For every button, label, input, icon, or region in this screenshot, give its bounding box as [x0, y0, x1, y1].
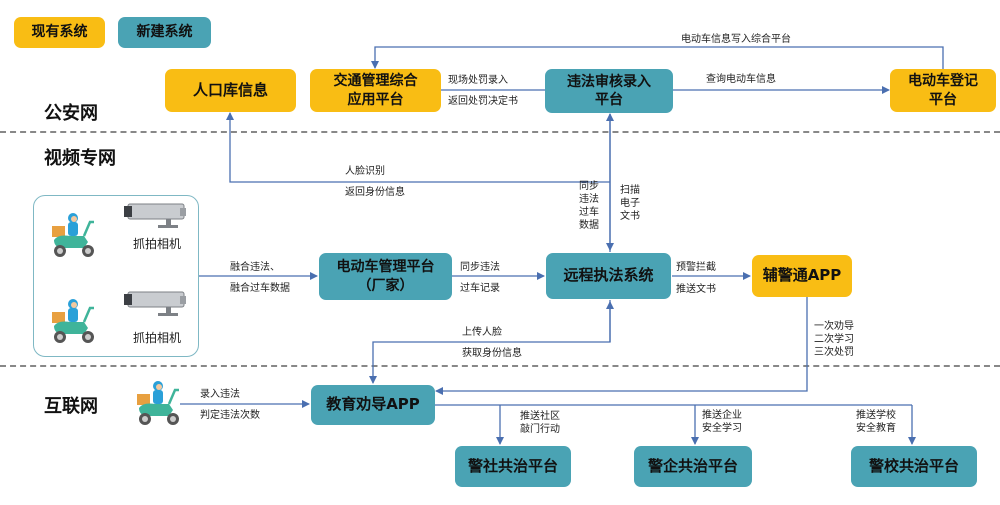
zone-title-video-network: 视频专网: [44, 148, 116, 169]
line-write-platform: [371, 46, 944, 70]
traffic-management-line1: 交通管理综合: [333, 73, 418, 90]
label-line: 推送企业: [702, 410, 742, 421]
label-upload-face: 上传人脸: [462, 327, 502, 338]
zone-divider-bottom: [0, 365, 1000, 367]
camera-label: 抓拍相机: [133, 331, 182, 345]
label-line: 电子: [620, 198, 640, 209]
capture-camera-icon: [124, 291, 186, 316]
label-line: 过车: [579, 207, 599, 218]
ebike-management-line1: 电动车管理平台: [336, 259, 435, 276]
label-line: 安全学习: [702, 423, 742, 434]
ebike-management-box: 电动车管理平台（厂家）: [319, 253, 452, 300]
label-return-identity: 返回身份信息: [345, 187, 405, 198]
legend-existing-system: 现有系统: [14, 17, 105, 48]
scooter-rider-icon: [52, 299, 94, 343]
violation-review-box: 违法审核录入平台: [545, 69, 673, 113]
label-sync-violation-data: 同步 违法 过车 数据: [579, 180, 599, 232]
label-line: 文书: [620, 211, 640, 222]
label-return-decision: 返回处罚决定书: [448, 96, 518, 107]
zone-title-police-network: 公安网: [44, 103, 98, 124]
label-line: 同步: [579, 181, 599, 192]
label-write-platform: 电动车信息写入综合平台: [681, 34, 791, 45]
line-face-recognition: [226, 112, 610, 183]
legend-new-system: 新建系统: [118, 17, 211, 48]
camera-group-panel: [33, 195, 199, 357]
zone-title-internet: 互联网: [44, 396, 98, 417]
label-line: 推送社区: [520, 411, 560, 422]
remote-enforcement-box: 远程执法系统: [546, 253, 671, 299]
label-face-recognition: 人脸识别: [345, 166, 385, 177]
ebike-registration-box: 电动车登记平台: [890, 69, 996, 112]
label-fuse-violation: 融合违法、: [230, 262, 280, 273]
auxiliary-police-app-box: 辅警通APP: [752, 255, 852, 297]
label-line: 安全教育: [856, 423, 896, 434]
police-school-box: 警校共治平台: [851, 446, 977, 487]
label-push-school: 推送学校 安全教育: [856, 409, 896, 435]
label-line: 三次处罚: [814, 347, 854, 358]
label-scan-electronic-doc: 扫描 电子 文书: [620, 184, 640, 223]
line-remote-to-education: [369, 300, 611, 384]
ebike-registration-line2: 平台: [929, 91, 957, 108]
label-line: 扫描: [620, 185, 640, 196]
education-app-box: 教育劝导APP: [311, 385, 435, 425]
label-fuse-passing: 融合过车数据: [230, 283, 290, 294]
label-enter-violation: 录入违法: [200, 389, 240, 400]
traffic-management-box: 交通管理综合应用平台: [310, 69, 441, 112]
violation-review-line2: 平台: [595, 92, 623, 108]
label-push-community: 推送社区 敲门行动: [520, 410, 560, 436]
traffic-management-line2: 应用平台: [347, 91, 404, 108]
scooter-rider-icon: [137, 381, 179, 425]
label-line: 敲门行动: [520, 424, 560, 435]
label-judge-count: 判定违法次数: [200, 410, 260, 421]
label-query-ebike: 查询电动车信息: [706, 74, 776, 85]
label-warning-intercept: 预警拦截: [676, 262, 716, 273]
scooter-rider-icon: [52, 213, 94, 257]
label-three-step-process: 一次劝导 二次学习 三次处罚: [814, 320, 854, 359]
line-auxiliary-to-education: [435, 297, 808, 395]
label-push-enterprise: 推送企业 安全学习: [702, 409, 742, 435]
label-line: 违法: [579, 194, 599, 205]
police-enterprise-box: 警企共治平台: [634, 446, 752, 487]
label-line: 一次劝导: [814, 321, 854, 332]
capture-camera-icon: [124, 203, 186, 228]
ebike-management-line2: （厂家）: [357, 277, 414, 294]
violation-review-line1: 违法审核录入: [567, 73, 651, 90]
label-line: 推送学校: [856, 410, 896, 421]
population-info-box: 人口库信息: [165, 69, 296, 112]
ebike-registration-line1: 电动车登记: [908, 73, 978, 90]
label-push-doc: 推送文书: [676, 284, 716, 295]
label-sync-illegal: 同步违法: [460, 262, 500, 273]
label-line: 数据: [579, 220, 599, 231]
police-community-box: 警社共治平台: [455, 446, 571, 487]
zone-divider-top: [0, 131, 1000, 133]
camera-label: 抓拍相机: [133, 237, 182, 251]
label-passing-record: 过车记录: [460, 283, 500, 294]
label-line: 二次学习: [814, 334, 854, 345]
label-onsite-penalty: 现场处罚录入: [448, 75, 508, 86]
label-get-identity: 获取身份信息: [462, 348, 522, 359]
